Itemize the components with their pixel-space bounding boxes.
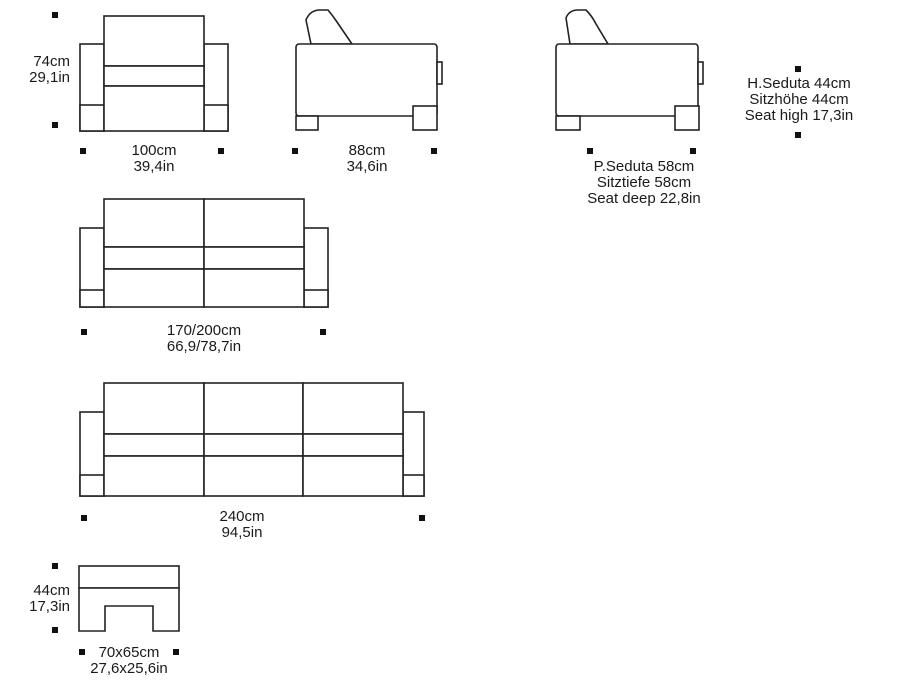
marker <box>80 148 86 154</box>
marker <box>52 122 58 128</box>
seat-depth-line3: Seat deep 22,8in <box>587 190 701 207</box>
armchair-depth-label: 88cm 34,6in <box>317 143 417 175</box>
marker <box>292 148 298 154</box>
marker <box>419 515 425 521</box>
armchair-width-cm: 100cm <box>131 142 177 159</box>
marker <box>52 12 58 18</box>
marker <box>173 649 179 655</box>
armchair-height-in: 29,1in <box>29 69 70 86</box>
seat-height-label: H.Seduta 44cm Sitzhöhe 44cm Seat high 17… <box>724 76 874 124</box>
marker <box>52 563 58 569</box>
armchair-height-cm: 74cm <box>33 53 70 70</box>
marker <box>81 515 87 521</box>
marker <box>795 132 801 138</box>
marker <box>587 148 593 154</box>
seat-depth-line2: Sitztiefe 58cm <box>596 174 692 191</box>
marker <box>79 649 85 655</box>
armchair-height-label: 74cm 29,1in <box>10 54 70 86</box>
seat-height-line3: Seat high 17,3in <box>744 107 854 124</box>
side-view-seat-dimensions <box>555 9 704 131</box>
two-seat-width-in: 66,9/78,7in <box>166 338 242 355</box>
marker <box>52 627 58 633</box>
armchair-width-label: 100cm 39,4in <box>104 143 204 175</box>
three-seat-width-in: 94,5in <box>221 524 263 541</box>
pouf-front-view <box>78 565 180 632</box>
two-seat-width-cm: 170/200cm <box>166 322 242 339</box>
pouf-size-in: 27,6x25,6in <box>90 660 168 677</box>
three-seat-sofa-front-view <box>79 382 425 497</box>
marker <box>81 329 87 335</box>
marker <box>690 148 696 154</box>
seat-depth-line1: P.Seduta 58cm <box>593 158 695 175</box>
seat-height-line2: Sitzhöhe 44cm <box>749 91 849 108</box>
armchair-width-in: 39,4in <box>133 158 175 175</box>
marker <box>320 329 326 335</box>
armchair-side-view <box>295 9 443 131</box>
seat-height-line1: H.Seduta 44cm <box>747 75 851 92</box>
marker <box>795 66 801 72</box>
armchair-depth-in: 34,6in <box>346 158 388 175</box>
seat-depth-label: P.Seduta 58cm Sitztiefe 58cm Seat deep 2… <box>564 159 724 207</box>
pouf-height-label: 44cm 17,3in <box>10 583 70 615</box>
marker <box>431 148 437 154</box>
marker <box>218 148 224 154</box>
pouf-size-label: 70x65cm 27,6x25,6in <box>68 645 190 677</box>
pouf-size-cm: 70x65cm <box>98 644 160 661</box>
two-seat-width-label: 170/200cm 66,9/78,7in <box>144 323 264 355</box>
armchair-depth-cm: 88cm <box>348 142 386 159</box>
two-seat-sofa-front-view <box>79 198 329 308</box>
three-seat-width-cm: 240cm <box>219 508 265 525</box>
three-seat-width-label: 240cm 94,5in <box>192 509 292 541</box>
pouf-height-in: 17,3in <box>29 598 70 615</box>
armchair-front-view <box>79 15 229 132</box>
pouf-height-cm: 44cm <box>33 582 70 599</box>
